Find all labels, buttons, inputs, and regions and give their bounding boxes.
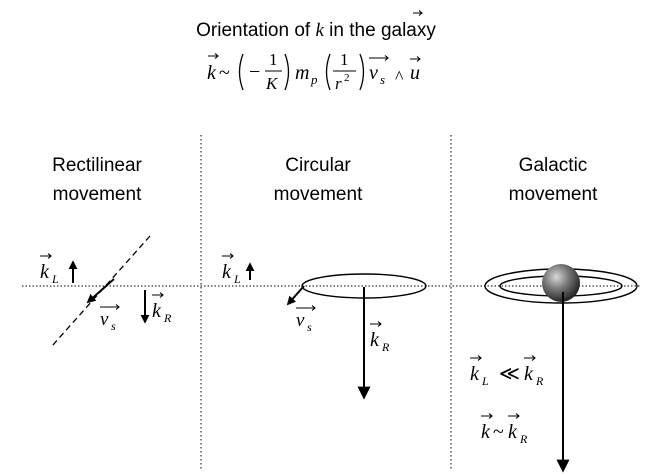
svg-text:v: v: [369, 62, 378, 84]
svg-text:^: ^: [395, 67, 404, 87]
svg-text:~: ~: [219, 62, 230, 84]
svg-text:r: r: [335, 74, 342, 93]
svg-text:k: k: [207, 62, 217, 84]
svg-text:R: R: [163, 311, 172, 325]
svg-text:≪: ≪: [499, 363, 520, 385]
svg-text:~: ~: [493, 421, 504, 443]
svg-text:k: k: [470, 363, 480, 385]
title-vector-arrow: [413, 10, 423, 16]
svg-text:s: s: [111, 319, 116, 333]
svg-text:R: R: [519, 432, 528, 446]
svg-text:k: k: [370, 329, 380, 351]
svg-text:k: k: [524, 363, 534, 385]
svg-text:k: k: [222, 261, 232, 283]
rectilinear-vs-label: v s: [100, 304, 120, 333]
rectilinear-kr-label: k R: [152, 292, 172, 325]
svg-text:Galactic: Galactic: [519, 155, 588, 176]
svg-text:L: L: [481, 374, 489, 388]
column-heading-rectilinear: Rectilinear movement: [52, 155, 142, 205]
svg-text:L: L: [233, 272, 241, 286]
circular-kl-label: k L: [222, 253, 241, 286]
circular-vs-arrow: [286, 285, 305, 306]
svg-text:movement: movement: [274, 184, 363, 205]
galactic-core-sphere: [542, 264, 580, 302]
column-heading-galactic: Galactic movement: [509, 155, 598, 205]
diagram-title: Orientation of k in the galaxy: [196, 20, 436, 41]
svg-text:L: L: [51, 272, 59, 286]
k-formula: k ~ − 1 K m p 1 r 2 v s ^ u: [207, 50, 421, 93]
svg-text:Rectilinear: Rectilinear: [52, 155, 142, 176]
svg-text:2: 2: [344, 72, 350, 84]
svg-text:k: k: [152, 300, 162, 322]
svg-text:v: v: [296, 310, 305, 331]
svg-text:movement: movement: [509, 184, 598, 205]
svg-text:s: s: [380, 72, 385, 87]
column-heading-circular: Circular movement: [274, 155, 363, 205]
rectilinear-vs-arrow: [86, 278, 115, 304]
svg-text:k: k: [40, 261, 50, 283]
svg-text:R: R: [381, 340, 390, 354]
svg-text:s: s: [307, 320, 312, 334]
svg-text:k: k: [508, 421, 518, 443]
svg-text:m: m: [295, 62, 309, 84]
svg-text:1: 1: [269, 50, 278, 69]
svg-text:u: u: [410, 62, 420, 84]
svg-text:k: k: [481, 421, 491, 443]
rectilinear-kl-label: k L: [40, 253, 59, 286]
galactic-k-tilde-kr-label: k ~ k R: [481, 413, 528, 446]
svg-text:R: R: [535, 374, 544, 388]
circular-vs-label: v s: [296, 305, 316, 334]
svg-text:v: v: [100, 309, 109, 330]
circular-kr-label: k R: [370, 321, 390, 354]
svg-text:K: K: [265, 74, 279, 93]
svg-text:movement: movement: [53, 184, 142, 205]
svg-text:p: p: [310, 72, 318, 87]
galactic-kl-much-less-kr-label: k L ≪ k R: [470, 355, 544, 388]
svg-text:−: −: [249, 61, 260, 83]
svg-text:Circular: Circular: [285, 155, 351, 176]
svg-text:1: 1: [340, 50, 349, 69]
